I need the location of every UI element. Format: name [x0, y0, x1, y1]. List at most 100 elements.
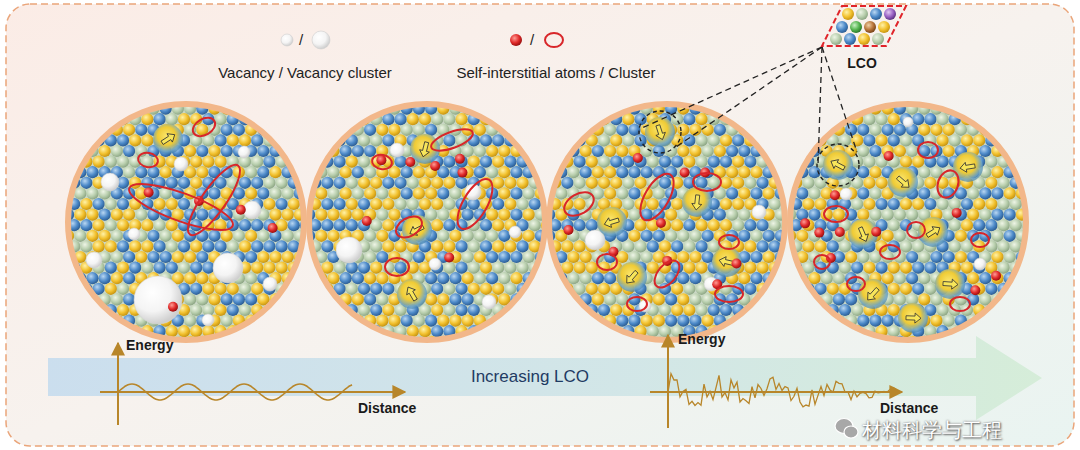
lattice-atom	[912, 113, 924, 125]
lattice-atom	[334, 262, 346, 274]
lattice-atom	[468, 156, 480, 168]
lattice-atom	[796, 124, 808, 136]
lattice-atom	[129, 92, 141, 104]
lattice-atom	[184, 293, 196, 305]
lattice-atom	[462, 251, 474, 263]
lattice-atom	[321, 113, 333, 125]
self-interstitial	[236, 205, 246, 215]
lattice-atom	[991, 124, 1003, 136]
lattice-atom	[763, 251, 775, 263]
lattice-atom	[364, 124, 376, 136]
lattice-atom	[407, 198, 419, 210]
lco-cluster	[617, 262, 647, 292]
lattice-atom	[257, 230, 269, 242]
lattice-atom	[56, 283, 68, 295]
lattice-atom	[635, 177, 647, 189]
lattice-atom	[321, 92, 333, 104]
lattice-atom	[543, 124, 555, 136]
lattice-atom	[937, 198, 949, 210]
lattice-atom	[628, 166, 640, 178]
lattice-atom	[790, 304, 802, 316]
lattice-atom	[492, 92, 504, 104]
lattice-atom	[949, 240, 961, 252]
lattice-atom	[541, 113, 553, 125]
lattice-atom	[111, 293, 123, 305]
lattice-atom	[504, 198, 516, 210]
lattice-atom	[297, 325, 309, 337]
lattice-atom	[346, 156, 358, 168]
lattice-atom	[574, 177, 586, 189]
lattice-atom	[523, 209, 535, 221]
lattice-atom	[586, 156, 598, 168]
lattice-atom	[68, 92, 80, 104]
lattice-atom	[845, 103, 857, 115]
lattice-atom	[537, 240, 549, 252]
lattice-atom	[683, 92, 695, 104]
lattice-atom	[56, 177, 68, 189]
lattice-atom	[876, 177, 888, 189]
lattice-atom	[56, 304, 68, 316]
lattice-atom	[991, 230, 1003, 242]
lattice-atom	[474, 166, 486, 178]
lattice-atom	[233, 230, 245, 242]
lattice-atom	[468, 92, 480, 104]
lattice-atom	[74, 336, 86, 348]
lattice-atom	[68, 134, 80, 146]
lattice-atom	[437, 209, 449, 221]
lattice-atom	[586, 177, 598, 189]
lattice-atom	[303, 315, 315, 327]
vacancy	[336, 237, 362, 263]
lattice-atom	[784, 166, 796, 178]
lattice-atom	[276, 304, 288, 316]
lattice-atom	[510, 209, 522, 221]
lattice-atom	[720, 134, 732, 146]
lattice-atom	[592, 103, 604, 115]
lattice-atom	[781, 113, 793, 125]
lattice-atom	[297, 156, 309, 168]
lattice-atom	[882, 272, 894, 284]
lattice-atom	[781, 283, 793, 295]
lattice-atom	[443, 219, 455, 231]
lattice-atom	[815, 240, 827, 252]
lattice-atom	[401, 187, 413, 199]
lattice-atom	[671, 304, 683, 316]
lattice-atom	[869, 124, 881, 136]
lattice-atom	[449, 187, 461, 199]
lattice-atom	[303, 103, 315, 115]
lattice-atom	[257, 103, 269, 115]
lattice-atom	[726, 187, 738, 199]
lattice-atom	[757, 92, 769, 104]
lattice-atom	[726, 166, 738, 178]
lattice-atom	[370, 219, 382, 231]
lattice-atom	[937, 134, 949, 146]
lattice-atom	[407, 325, 419, 337]
lattice-atom	[529, 304, 541, 316]
lattice-atom	[480, 92, 492, 104]
lattice-atom	[202, 283, 214, 295]
lattice-atom	[504, 283, 516, 295]
lattice-atom	[592, 336, 604, 348]
lattice-atom	[141, 262, 153, 274]
circle-outline	[549, 104, 785, 340]
lattice-atom	[303, 145, 315, 157]
lattice-atom	[967, 187, 979, 199]
lattice-atom	[955, 230, 967, 242]
lattice-atom	[154, 198, 166, 210]
lattice-atom	[327, 103, 339, 115]
lattice-atom	[309, 325, 321, 337]
self-interstitial	[168, 302, 178, 312]
lattice-atom	[227, 134, 239, 146]
lattice-atom	[677, 315, 689, 327]
lattice-atom	[117, 240, 129, 252]
lattice-atom	[376, 293, 388, 305]
lattice-atom	[443, 283, 455, 295]
lattice-atom	[395, 198, 407, 210]
lattice-atom	[62, 315, 74, 327]
lattice-circle	[778, 92, 1034, 348]
lattice-atom	[869, 166, 881, 178]
lattice-atom	[537, 134, 549, 146]
lattice-atom	[541, 262, 553, 274]
lattice-atom	[56, 113, 68, 125]
lattice-atom	[352, 145, 364, 157]
lattice-atom	[215, 134, 227, 146]
